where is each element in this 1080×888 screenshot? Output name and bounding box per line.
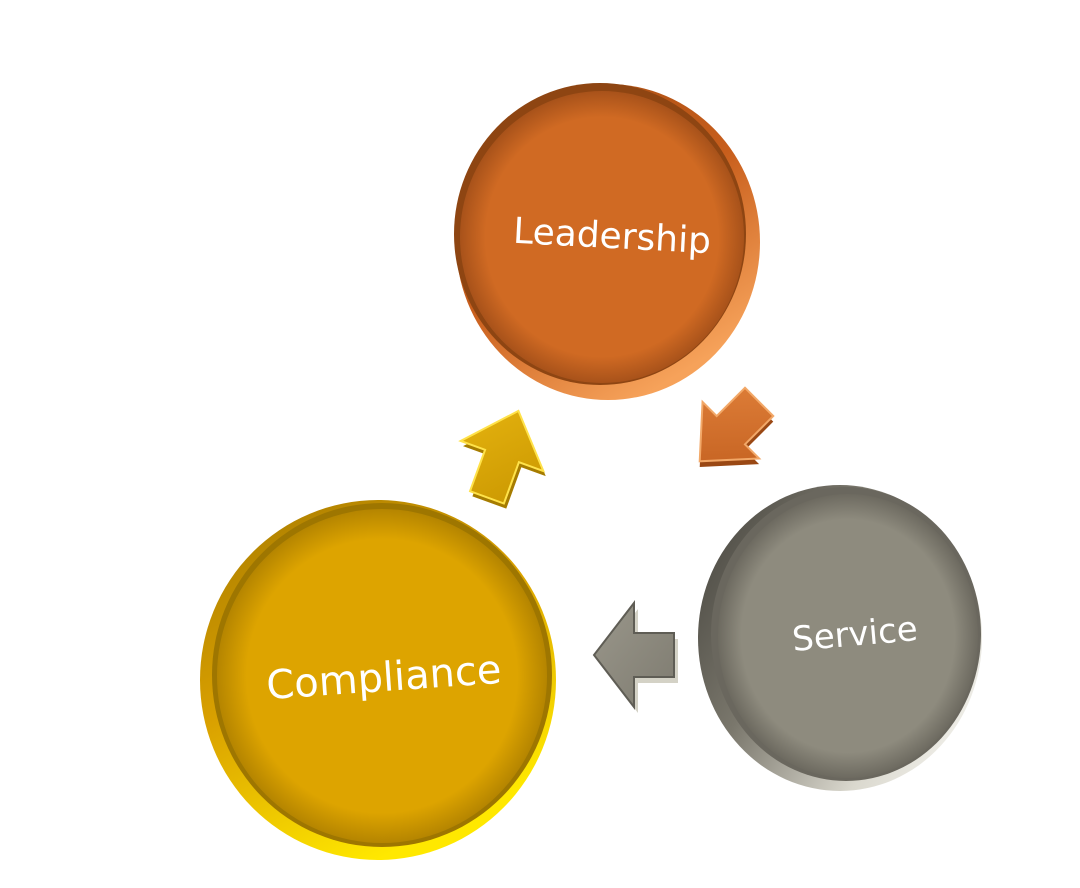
node-leadership: Leadership bbox=[454, 83, 760, 400]
arrow-leadership-to-service bbox=[698, 386, 775, 467]
arrow-left-icon bbox=[592, 600, 678, 713]
arrow-service-to-compliance bbox=[592, 600, 678, 713]
node-service: Service bbox=[698, 485, 982, 791]
arrow-compliance-to-leadership bbox=[458, 409, 546, 509]
node-compliance: Compliance bbox=[200, 500, 556, 860]
arrow-up-right-icon bbox=[458, 409, 546, 509]
arrow-down-right-icon bbox=[698, 386, 775, 467]
